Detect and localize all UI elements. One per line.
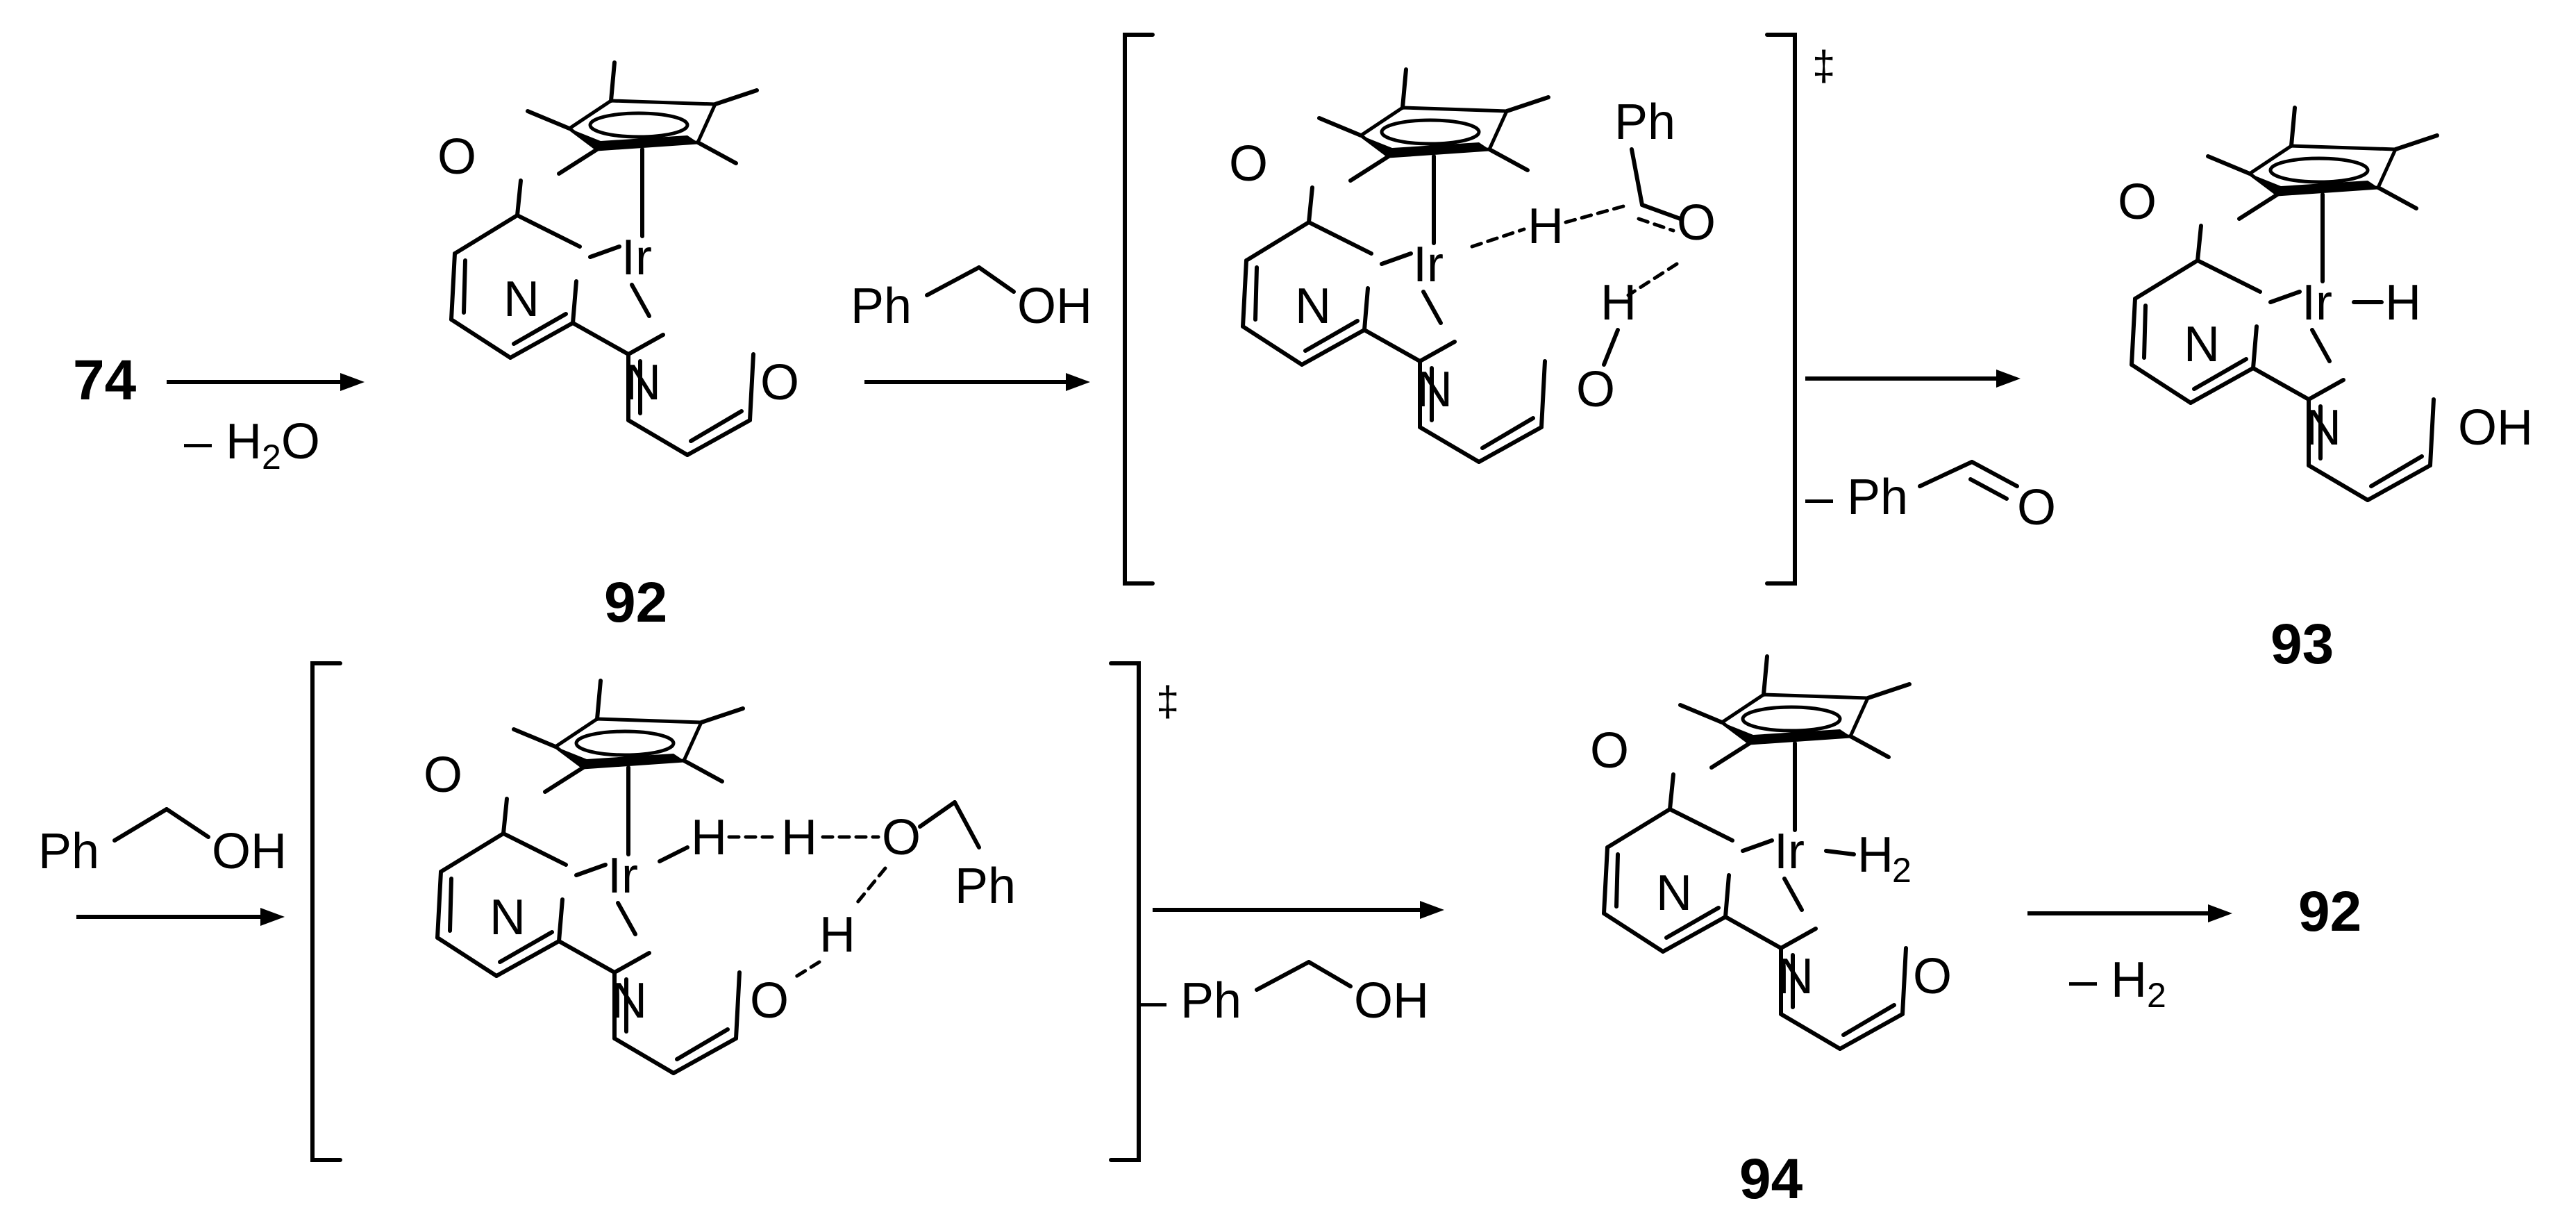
svg-text:N: N [1656, 865, 1692, 921]
svg-text:Ph: Ph [1847, 470, 1908, 525]
compound-94-label: 94 [1739, 1147, 1803, 1211]
ts1-double-dagger: ‡ [1812, 42, 1835, 89]
svg-text:N: N [1778, 949, 1814, 1004]
condition-minus-h2o: – H2O [184, 414, 320, 476]
svg-text:H: H [1528, 199, 1564, 254]
svg-text:O: O [1229, 136, 1268, 192]
svg-text:O: O [424, 747, 462, 803]
svg-text:OH: OH [2458, 400, 2533, 456]
svg-text:Ph: Ph [1180, 973, 1241, 1029]
condition-minus-h2: – H2 [2069, 952, 2166, 1015]
svg-text:N: N [1416, 362, 1453, 417]
svg-text:N: N [503, 272, 540, 327]
complex-92: Ir N N O O [437, 63, 799, 455]
transition-state-2: Ir H H O Ph H N N O O [424, 681, 1016, 1073]
svg-text:Ph: Ph [1614, 94, 1675, 150]
compound-74-label: 74 [73, 349, 137, 412]
svg-text:H: H [819, 907, 855, 963]
svg-text:Ir: Ir [2302, 275, 2332, 331]
svg-text:N: N [490, 890, 526, 945]
ts1-right-bracket [1765, 33, 1797, 586]
ts1-left-bracket [1123, 33, 1155, 586]
byproduct-benzaldehyde: – Ph O [1805, 460, 2056, 536]
svg-text:O: O [750, 973, 789, 1029]
ts2-double-dagger: ‡ [1156, 678, 1179, 724]
svg-text:H: H [1600, 275, 1637, 331]
svg-text:Ph: Ph [38, 824, 99, 879]
complex-93: Ir H N N O OH [2118, 108, 2533, 500]
svg-text:OH: OH [1354, 973, 1429, 1029]
svg-text:H: H [1857, 827, 1893, 883]
reagent-benzyl-alcohol-1: Ph OH [851, 265, 1092, 334]
svg-text:O: O [1590, 723, 1629, 779]
svg-text:OH: OH [1017, 279, 1092, 334]
svg-text:H: H [691, 810, 727, 865]
ts2-right-bracket [1109, 661, 1141, 1162]
svg-text:Ph: Ph [851, 279, 912, 334]
svg-text:H: H [781, 810, 817, 865]
svg-text:O: O [2017, 480, 2056, 536]
ts2-left-bracket [310, 661, 342, 1162]
svg-text:O: O [882, 810, 921, 865]
svg-text:O: O [1677, 195, 1716, 251]
svg-text:–: – [1805, 470, 1834, 525]
svg-text:N: N [611, 973, 647, 1029]
compound-92-label: 92 [604, 571, 667, 634]
svg-text:N: N [625, 355, 661, 411]
svg-text:O: O [760, 355, 799, 411]
reagent-benzyl-alcohol-2: Ph OH [38, 807, 287, 879]
compound-93-label: 93 [2270, 613, 2334, 676]
svg-text:N: N [2305, 400, 2341, 456]
svg-text:N: N [2184, 317, 2220, 372]
byproduct-benzyl-alcohol: – Ph OH [1139, 960, 1429, 1029]
transition-state-1: Ir N N O O H Ph O H [1229, 69, 1716, 462]
compound-92-regenerated-label: 92 [2298, 880, 2361, 943]
svg-text:O: O [1576, 362, 1615, 417]
svg-text:2: 2 [1892, 851, 1912, 890]
svg-text:N: N [1295, 279, 1331, 334]
svg-text:OH: OH [212, 824, 287, 879]
svg-text:O: O [437, 129, 476, 185]
svg-text:H: H [2385, 275, 2421, 331]
svg-text:Ir: Ir [1774, 824, 1805, 879]
svg-text:Ir: Ir [621, 230, 652, 285]
complex-94: Ir H 2 N N O O [1590, 656, 1952, 1049]
svg-text:O: O [2118, 174, 2157, 230]
svg-text:Ir: Ir [608, 848, 638, 904]
svg-text:Ph: Ph [955, 859, 1016, 914]
svg-text:O: O [1913, 949, 1952, 1004]
svg-text:Ir: Ir [1413, 237, 1444, 292]
svg-text:–: – [1139, 973, 1167, 1029]
